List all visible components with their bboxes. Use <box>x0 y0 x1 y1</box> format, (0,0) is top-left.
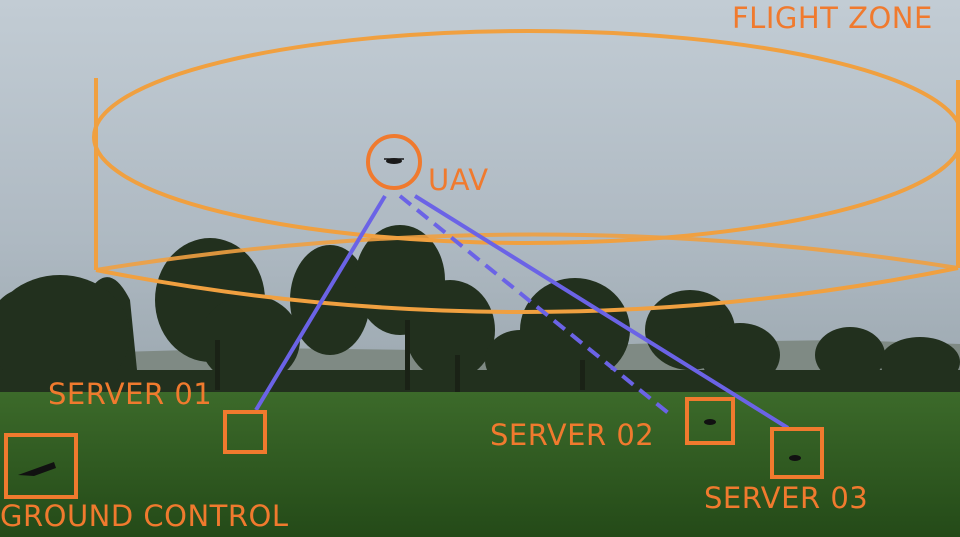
link-server-01 <box>254 194 387 412</box>
server-01-box <box>223 410 267 454</box>
ground-control-aircraft-icon <box>18 462 56 476</box>
flight-zone-cylinder <box>92 29 960 314</box>
uav-marker <box>366 134 422 190</box>
flight-zone-label: FLIGHT ZONE <box>732 1 933 35</box>
server-03-box <box>770 427 824 479</box>
tree-trunks <box>215 320 585 395</box>
uav-label: UAV <box>428 163 489 197</box>
tree-line <box>0 225 960 400</box>
server-03-label: SERVER 03 <box>704 481 869 515</box>
server-02-box <box>685 397 735 445</box>
server-02-label: SERVER 02 <box>490 418 655 452</box>
link-server-02 <box>398 194 674 418</box>
link-server-03 <box>413 194 790 430</box>
comm-links <box>254 194 790 430</box>
server-01-label: SERVER 01 <box>48 377 213 411</box>
grass-field <box>0 392 960 537</box>
ground-items <box>18 419 801 476</box>
ground-markers <box>4 397 824 499</box>
ground-control-box <box>4 433 78 499</box>
ground-control-label: GROUND CONTROL <box>0 499 289 533</box>
